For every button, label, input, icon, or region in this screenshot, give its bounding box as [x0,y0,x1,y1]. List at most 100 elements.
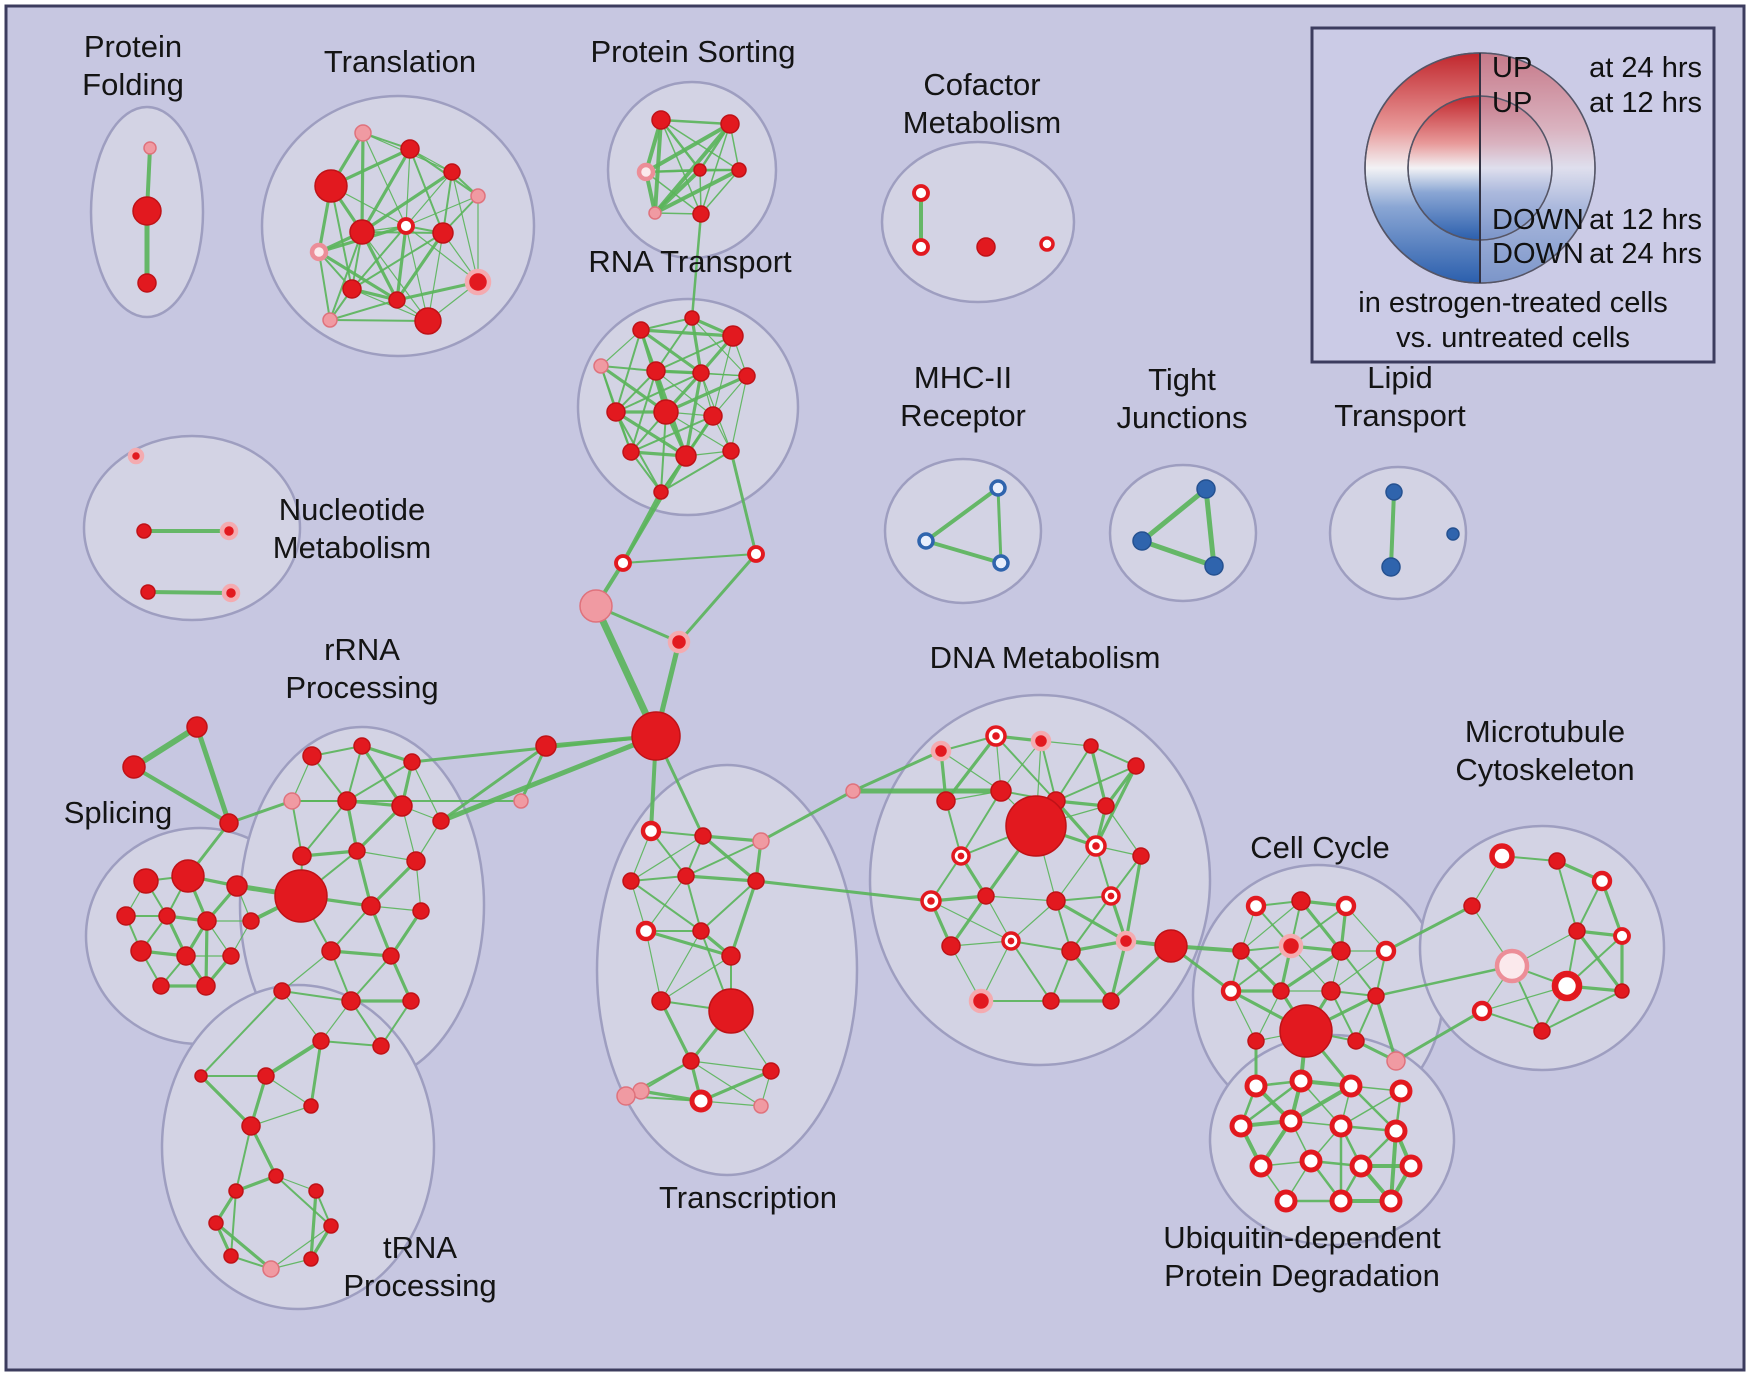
network-edge [360,147,412,234]
network-edge [214,1221,273,1271]
network-node-red-ring [1613,927,1631,945]
network-node-red [391,795,413,817]
network-edge [1040,740,1057,802]
network-edge [1054,899,1128,943]
network-edge [405,171,453,227]
cluster-label-lipid-transport: Transport [1334,398,1466,433]
network-edge [630,415,714,453]
network-node-pink [1386,1051,1406,1071]
cluster-label-rna-transport: RNA Transport [588,244,792,279]
network-node-red [302,746,322,766]
network-node-red [314,169,348,203]
legend-caption: in estrogen-treated cells [1358,287,1668,319]
network-node-red-halo [221,583,241,603]
network-node-red [342,279,362,299]
network-node-red [1232,942,1250,960]
network-node-red [349,219,375,245]
cluster-ellipse-cofactor-metabolism [880,140,1076,304]
network-edge [395,224,408,302]
network-edge [660,119,702,215]
network-edge [410,734,658,764]
network-node-red [976,237,996,257]
network-node-red-ring [1329,1114,1353,1138]
network-edge [318,251,331,321]
network-edge [1541,990,1623,1032]
network-node-red-ring [1489,843,1515,869]
legend-time-label: at 12 hrs [1589,87,1702,119]
network-edge [600,329,642,367]
legend-direction-label: DOWN [1492,238,1584,270]
network-node-red-ring [1339,1074,1363,1098]
network-edge [660,930,702,1002]
cluster-label-tight-junctions: Tight [1148,362,1216,397]
network-edge [684,874,758,883]
network-node-red [990,780,1012,802]
network-node-red [432,222,454,244]
network-edge [1340,1090,1402,1127]
network-node-red [651,991,671,1011]
network-edge [660,119,740,171]
network-node-red [535,735,557,757]
network-node-red [341,991,361,1011]
network-node-red [292,846,312,866]
network-edge [1239,1079,1303,1128]
network-edge [199,1074,253,1128]
network-edge [645,930,662,1002]
network-node-red-halo [127,447,145,465]
network-node-red [622,872,640,890]
network-edge [699,1069,773,1103]
network-node-pink-ring [1494,948,1530,984]
network-edge [1299,899,1343,953]
network-edge [1230,945,1292,992]
network-node-red [684,310,700,326]
network-edge [131,724,200,770]
network-edge [427,232,444,322]
network-node-blue [1132,531,1152,551]
network-node-red-ring [1379,1189,1403,1213]
network-node-red-ring [635,920,657,942]
network-node-red-ring [1399,1154,1423,1178]
network-edge [685,840,762,877]
network-node-red [414,307,442,335]
network-edge [1374,964,1514,998]
network-node-red [303,1098,319,1114]
network-edge [194,724,232,826]
network-node-red-ring [1384,1119,1408,1143]
cluster-label-mhc-ii-receptor: MHC-II [914,360,1012,395]
network-edge [639,328,703,375]
network-edge [995,735,1057,802]
network-node-red-ring [1274,1189,1298,1213]
network-node-red [977,887,995,905]
network-node-blue-ring [917,532,935,550]
network-node-pink [354,124,372,142]
network-node-red [622,443,640,461]
cluster-ellipse-transcription [595,763,859,1177]
network-edge [621,454,688,565]
cluster-label-trna-processing: tRNA [383,1230,457,1265]
network-edge [630,835,704,882]
network-node-red [1291,891,1311,911]
cluster-label-protein-sorting: Protein Sorting [590,34,795,69]
network-node-red-ring [1289,1069,1313,1093]
network-edge [230,1190,237,1257]
network-node-pink [143,141,157,155]
network-edge [1109,939,1128,1003]
network-node-pink [648,206,662,220]
network-node-red-ring [1039,236,1055,252]
network-edge [204,919,209,988]
network-edge [985,895,1057,902]
cluster-label-trna-processing: Processing [343,1268,496,1303]
network-edge [653,122,732,215]
network-edge [281,950,332,992]
cluster-label-tight-junctions: Junctions [1117,400,1248,435]
network-edge [1124,854,1143,943]
network-node-red [936,791,956,811]
network-node-red [137,273,157,293]
network-node-pink-ring [309,242,329,262]
network-edge [599,364,668,414]
network-edge [1240,900,1302,952]
network-edge [320,1040,382,1047]
network-node-red [140,584,156,600]
